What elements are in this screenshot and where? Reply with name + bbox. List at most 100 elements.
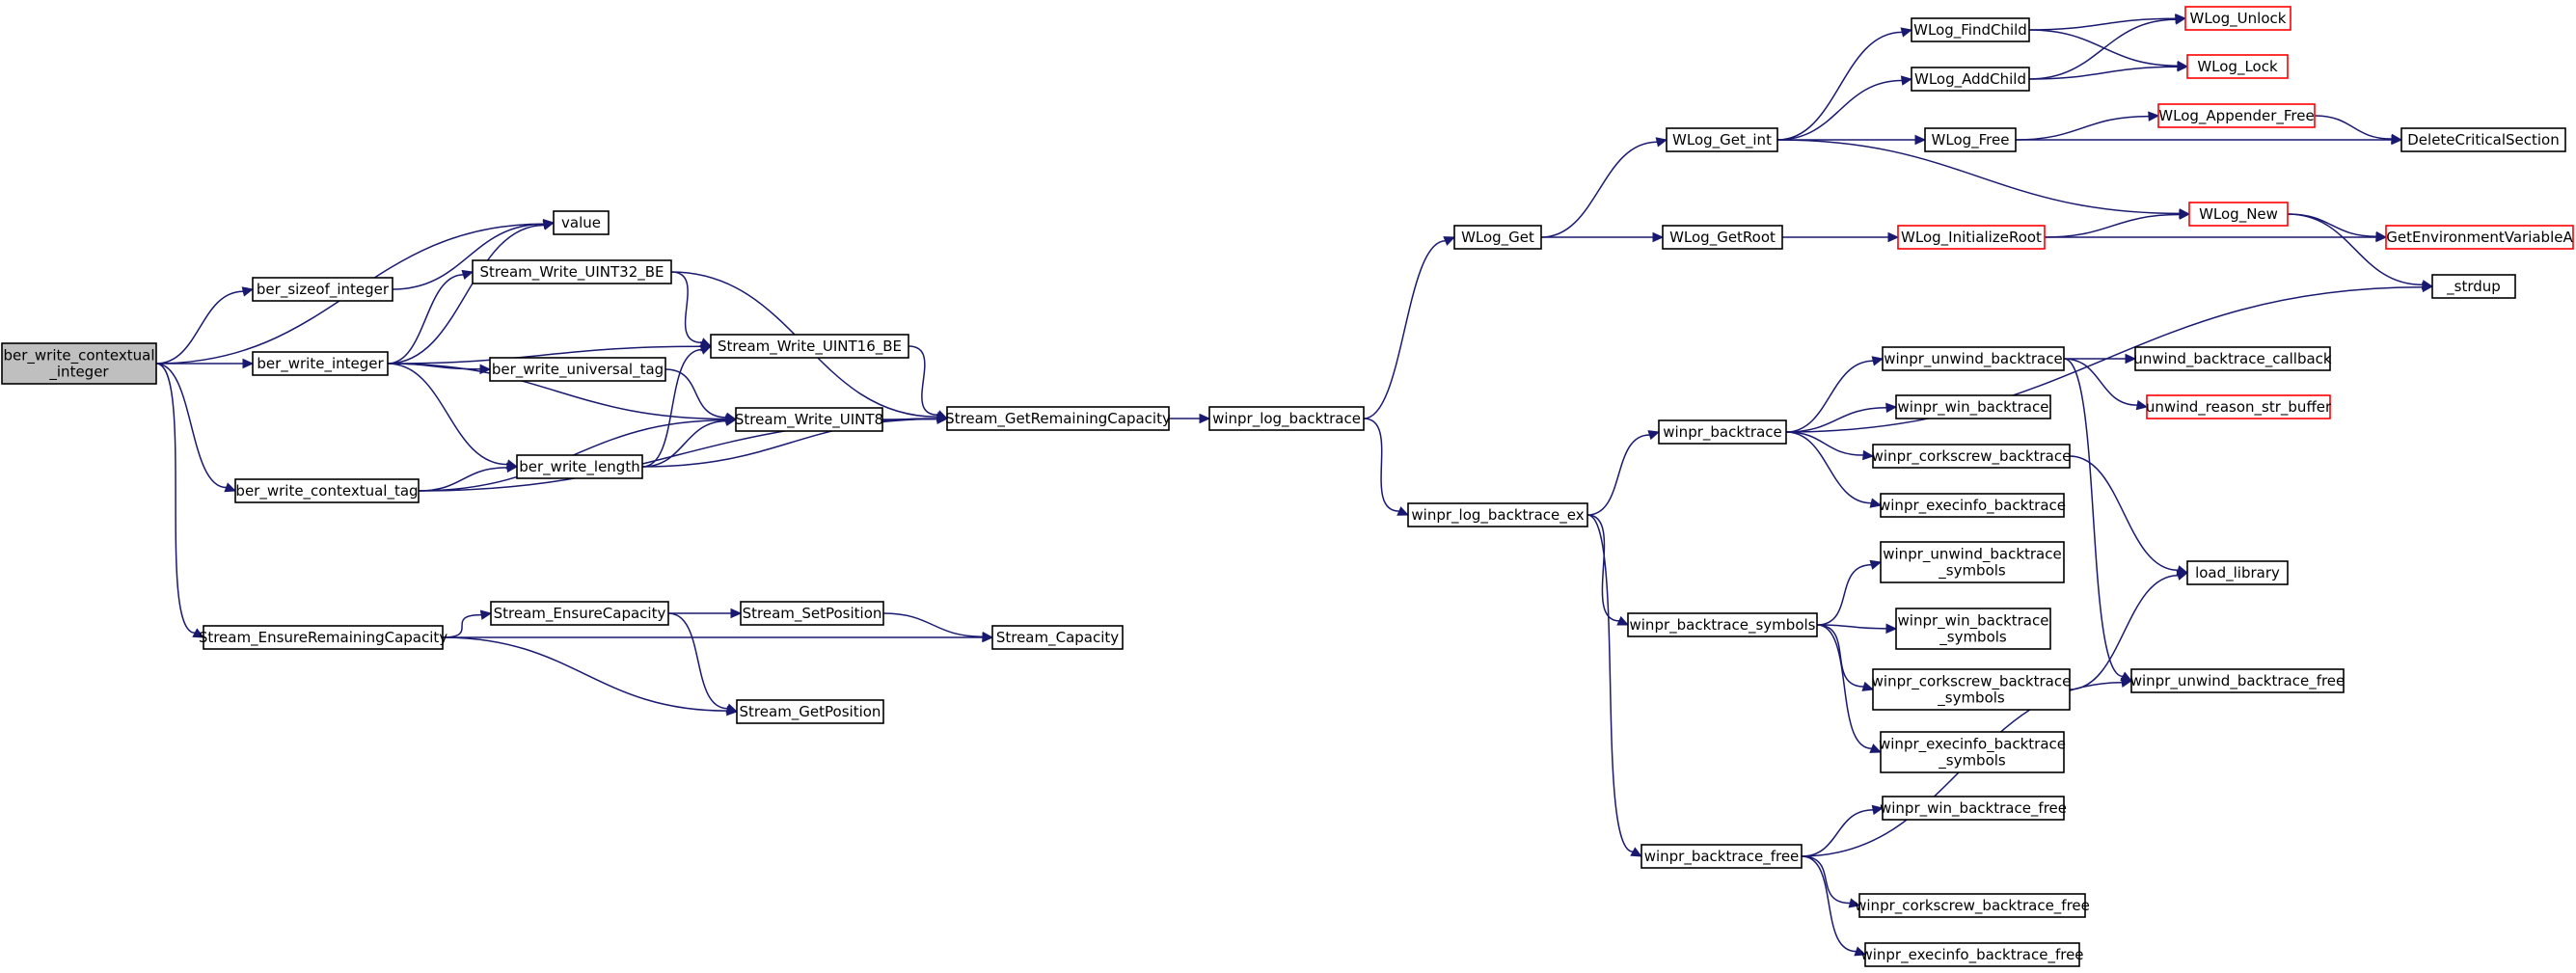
- node-box[interactable]: [1895, 608, 2051, 650]
- node-box[interactable]: [1911, 67, 2030, 92]
- node-stream-getposition[interactable]: Stream_GetPosition: [736, 699, 884, 724]
- node-box[interactable]: [1, 342, 157, 385]
- node-unwind-backtrace-callback[interactable]: unwind_backtrace_callback: [2133, 346, 2332, 371]
- node-winpr-unwind-backtrace-symbols[interactable]: winpr_unwind_backtrace_symbols: [1880, 541, 2065, 583]
- node-box[interactable]: [1880, 493, 2065, 518]
- node-winpr-log-backtrace-ex[interactable]: winpr_log_backtrace_ex: [1407, 502, 1588, 527]
- node-stream-capacity[interactable]: Stream_Capacity: [991, 625, 1124, 650]
- node-ber-sizeof-integer[interactable]: ber_sizeof_integer: [252, 277, 393, 302]
- node-stream-getremainingcapacity[interactable]: Stream_GetRemainingCapacity: [945, 406, 1171, 431]
- node-stream-ensureremainingcapacity[interactable]: Stream_EnsureRemainingCapacity: [199, 625, 447, 650]
- node-wlog-free[interactable]: WLog_Free: [1924, 127, 2017, 152]
- node-wlog-get[interactable]: WLog_Get: [1453, 225, 1542, 250]
- node-box[interactable]: [1666, 127, 1778, 152]
- node-box[interactable]: [252, 351, 389, 376]
- node-box[interactable]: [1897, 225, 2046, 250]
- node-deletecriticalsection[interactable]: DeleteCriticalSection: [2400, 127, 2566, 152]
- node-winpr-corkscrew-backtrace-symbols[interactable]: winpr_corkscrew_backtrace_symbols: [1872, 668, 2072, 711]
- node-box[interactable]: [489, 357, 666, 382]
- node-winpr-execinfo-backtrace-symbols[interactable]: winpr_execinfo_backtrace_symbols: [1879, 731, 2066, 773]
- node-unwind-reason-str-buffer[interactable]: unwind_reason_str_buffer: [2146, 394, 2332, 419]
- node-box[interactable]: [1662, 225, 1783, 250]
- node-wlog-getroot[interactable]: WLog_GetRoot: [1662, 225, 1783, 250]
- node-strdup[interactable]: _strdup: [2431, 274, 2516, 299]
- node-ber-write-universal-tag[interactable]: ber_write_universal_tag: [489, 357, 666, 382]
- node-box[interactable]: [991, 625, 1124, 650]
- node-box[interactable]: [1208, 406, 1365, 431]
- node-box[interactable]: [2186, 54, 2289, 79]
- node-box[interactable]: [553, 210, 610, 235]
- node-box[interactable]: [1895, 394, 2051, 419]
- node-box[interactable]: [2400, 127, 2566, 152]
- node-box[interactable]: [1658, 419, 1787, 445]
- node-winpr-log-backtrace[interactable]: winpr_log_backtrace: [1208, 406, 1365, 431]
- node-box[interactable]: [1858, 893, 2086, 918]
- node-getenvironmentvariablea[interactable]: GetEnvironmentVariableA: [2385, 225, 2574, 250]
- node-box[interactable]: [1882, 796, 2065, 821]
- node-box[interactable]: [1924, 127, 2017, 152]
- node-winpr-win-backtrace[interactable]: winpr_win_backtrace: [1895, 394, 2051, 419]
- node-wlog-addchild[interactable]: WLog_AddChild: [1911, 67, 2030, 92]
- node-wlog-get-int[interactable]: WLog_Get_int: [1666, 127, 1778, 152]
- node-winpr-unwind-backtrace[interactable]: winpr_unwind_backtrace: [1882, 346, 2065, 371]
- node-stream-write-uint16-be[interactable]: Stream_Write_UINT16_BE: [710, 334, 909, 359]
- node-box[interactable]: [1880, 731, 2065, 773]
- node-stream-write-uint32-be[interactable]: Stream_Write_UINT32_BE: [472, 259, 672, 284]
- node-winpr-execinfo-backtrace[interactable]: winpr_execinfo_backtrace: [1879, 493, 2066, 518]
- node-wlog-lock[interactable]: WLog_Lock: [2186, 54, 2289, 79]
- node-box[interactable]: [740, 601, 884, 626]
- node-box[interactable]: [1407, 502, 1588, 527]
- node-winpr-corkscrew-backtrace-free[interactable]: winpr_corkscrew_backtrace_free: [1855, 893, 2090, 918]
- node-wlog-findchild[interactable]: WLog_FindChild: [1911, 17, 2030, 42]
- node-winpr-backtrace-free[interactable]: winpr_backtrace_free: [1641, 844, 1803, 869]
- node-ber-write-length[interactable]: ber_write_length: [516, 454, 643, 479]
- node-value[interactable]: value: [553, 210, 610, 235]
- node-box[interactable]: [2188, 202, 2289, 227]
- node-box[interactable]: [946, 406, 1170, 431]
- node-wlog-unlock[interactable]: WLog_Unlock: [2184, 6, 2291, 31]
- node-box[interactable]: [1453, 225, 1542, 250]
- node-winpr-backtrace-symbols[interactable]: winpr_backtrace_symbols: [1627, 612, 1818, 637]
- node-box[interactable]: [472, 259, 672, 284]
- node-box[interactable]: [2134, 346, 2331, 371]
- node-stream-write-uint8[interactable]: Stream_Write_UINT8: [735, 407, 883, 432]
- node-box[interactable]: [1872, 668, 2071, 711]
- node-box[interactable]: [2385, 225, 2574, 250]
- node-ber-write-contextual-tag[interactable]: ber_write_contextual_tag: [234, 478, 420, 503]
- node-box[interactable]: [735, 407, 883, 432]
- node-box[interactable]: [2130, 668, 2345, 693]
- node-box[interactable]: [1864, 942, 2080, 967]
- node-box[interactable]: [2184, 6, 2291, 31]
- node-winpr-unwind-backtrace-free[interactable]: winpr_unwind_backtrace_free: [2130, 668, 2346, 693]
- node-box[interactable]: [1872, 444, 2071, 469]
- node-box[interactable]: [1882, 346, 2065, 371]
- node-box[interactable]: [2431, 274, 2516, 299]
- node-winpr-corkscrew-backtrace[interactable]: winpr_corkscrew_backtrace: [1872, 444, 2072, 469]
- node-stream-ensurecapacity[interactable]: Stream_EnsureCapacity: [490, 601, 669, 626]
- node-box[interactable]: [252, 277, 393, 302]
- node-box[interactable]: [2186, 560, 2289, 585]
- node-box[interactable]: [234, 478, 420, 503]
- node-stream-setposition[interactable]: Stream_SetPosition: [740, 601, 884, 626]
- node-box[interactable]: [1641, 844, 1803, 869]
- node-wlog-appender-free[interactable]: WLog_Appender_Free: [2157, 103, 2316, 128]
- node-box[interactable]: [710, 334, 909, 359]
- node-root[interactable]: ber_write_contextual_integer: [1, 342, 157, 385]
- node-box[interactable]: [516, 454, 643, 479]
- node-box[interactable]: [1911, 17, 2030, 42]
- node-winpr-backtrace[interactable]: winpr_backtrace: [1658, 419, 1787, 445]
- node-box[interactable]: [736, 699, 884, 724]
- node-box[interactable]: [490, 601, 669, 626]
- node-wlog-new[interactable]: WLog_New: [2188, 202, 2289, 227]
- node-box[interactable]: [203, 625, 444, 650]
- node-box[interactable]: [2146, 394, 2331, 419]
- node-winpr-win-backtrace-symbols[interactable]: winpr_win_backtrace_symbols: [1895, 608, 2051, 650]
- node-box[interactable]: [2157, 103, 2316, 128]
- node-winpr-execinfo-backtrace-free[interactable]: winpr_execinfo_backtrace_free: [1860, 942, 2084, 967]
- node-load-library[interactable]: load_library: [2186, 560, 2289, 585]
- node-box[interactable]: [1880, 541, 2065, 583]
- node-box[interactable]: [1627, 612, 1818, 637]
- node-winpr-win-backtrace-free[interactable]: winpr_win_backtrace_free: [1880, 796, 2067, 821]
- node-ber-write-integer[interactable]: ber_write_integer: [252, 351, 389, 376]
- node-wlog-initializeroot[interactable]: WLog_InitializeRoot: [1897, 225, 2046, 250]
